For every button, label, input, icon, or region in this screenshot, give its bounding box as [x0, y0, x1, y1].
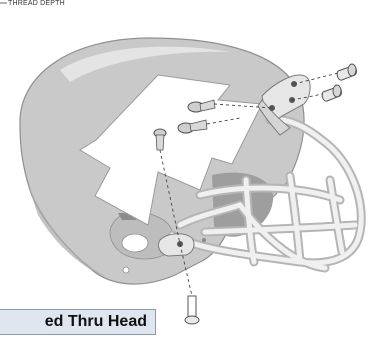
thread-depth-label: THREAD DEPTH [8, 0, 65, 7]
caption-box: ed Thru Head [0, 309, 156, 335]
caption-text: ed Thru Head [45, 313, 147, 331]
